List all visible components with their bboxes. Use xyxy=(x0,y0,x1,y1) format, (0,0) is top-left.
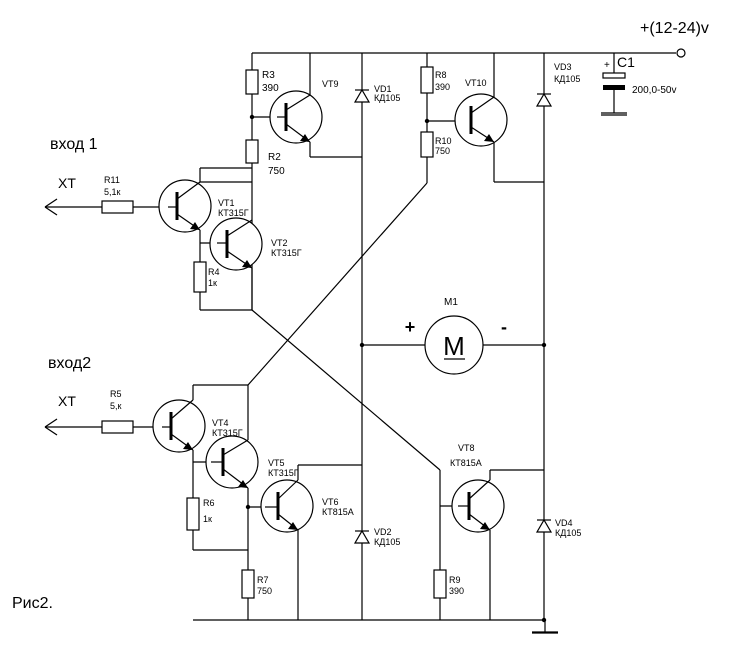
transistor-vt8 xyxy=(451,479,505,533)
vt6-type: КТ815А xyxy=(322,507,354,517)
vt4-ref: VT4 xyxy=(212,418,229,428)
capacitor-symbol xyxy=(602,72,626,90)
r7-ref: R7 xyxy=(257,575,269,585)
vt5-type: КТ315Г xyxy=(268,468,299,478)
figure-caption: Рис2. xyxy=(12,595,53,612)
vd4-type: КД105 xyxy=(555,528,581,538)
capacitor-polarity: + xyxy=(604,60,610,71)
transistor-vt2 xyxy=(209,217,263,271)
motor-ref: M1 xyxy=(444,297,458,308)
vt8-ref: VT8 xyxy=(458,443,475,453)
r2-ref: R2 xyxy=(268,152,281,163)
diode-symbols xyxy=(353,88,553,544)
vt2-type: КТ315Г xyxy=(271,248,302,258)
input2-connector: XT xyxy=(58,393,76,409)
r2-value: 750 xyxy=(268,166,285,177)
motor-m1: M + - M1 xyxy=(405,297,507,375)
motor-symbol: M xyxy=(443,331,465,361)
supply-terminal xyxy=(676,48,686,58)
r5-ref: R5 xyxy=(110,389,122,399)
wires xyxy=(44,52,676,634)
r11-ref: R11 xyxy=(104,175,120,185)
r8-ref: R8 xyxy=(435,70,447,80)
vt6-ref: VT6 xyxy=(322,497,339,507)
capacitor-value: 200,0-50v xyxy=(632,85,676,96)
vd3-ref: VD3 xyxy=(554,62,572,72)
r8-value: 390 xyxy=(435,82,450,92)
vd1-type: КД105 xyxy=(374,93,400,103)
r3-ref: R3 xyxy=(262,70,275,81)
r6-value: 1к xyxy=(203,514,212,524)
capacitor-ref: C1 xyxy=(617,54,635,70)
vd3-type: КД105 xyxy=(554,74,580,84)
vt8-type: КТ815А xyxy=(450,458,482,468)
vt1-ref: VT1 xyxy=(218,198,235,208)
vt5-ref: VT5 xyxy=(268,458,285,468)
r3-value: 390 xyxy=(262,83,279,94)
motor-plus: + xyxy=(405,317,416,337)
r4-ref: R4 xyxy=(208,267,220,277)
r10-value: 750 xyxy=(435,146,450,156)
r7-value: 750 xyxy=(257,586,272,596)
input1-connector: XT xyxy=(58,175,76,191)
vd2-ref: VD2 xyxy=(374,527,392,537)
motor-minus: - xyxy=(501,317,507,337)
vt1-type: КТ315Г xyxy=(218,208,249,218)
transistor-vt9 xyxy=(269,90,323,144)
transistor-vt4 xyxy=(152,399,206,453)
r4-value: 1к xyxy=(208,278,217,288)
r5-value: 5,к xyxy=(110,401,122,411)
vd4-ref: VD4 xyxy=(555,518,573,528)
input1-title: вход 1 xyxy=(50,136,98,153)
vd2-type: КД105 xyxy=(374,537,400,547)
transistor-vt10 xyxy=(454,93,508,147)
vt2-ref: VT2 xyxy=(271,238,288,248)
transistor-vt6 xyxy=(260,479,314,533)
r11-value: 5,1к xyxy=(104,187,121,197)
vt4-type: КТ315Г xyxy=(212,428,243,438)
r9-value: 390 xyxy=(449,586,464,596)
vt9-ref: VT9 xyxy=(322,79,339,89)
supply-label: +(12-24)v xyxy=(640,20,709,37)
r6-ref: R6 xyxy=(203,498,215,508)
r9-ref: R9 xyxy=(449,575,461,585)
vd1-ref: VD1 xyxy=(374,84,392,94)
resistor-bodies xyxy=(101,66,447,599)
r10-ref: R10 xyxy=(435,136,452,146)
input2-title: вход2 xyxy=(48,355,91,372)
vt10-ref: VT10 xyxy=(465,78,487,88)
junction-dots xyxy=(245,114,547,623)
transistor-vt1 xyxy=(158,179,212,233)
transistor-vt5 xyxy=(205,435,259,489)
